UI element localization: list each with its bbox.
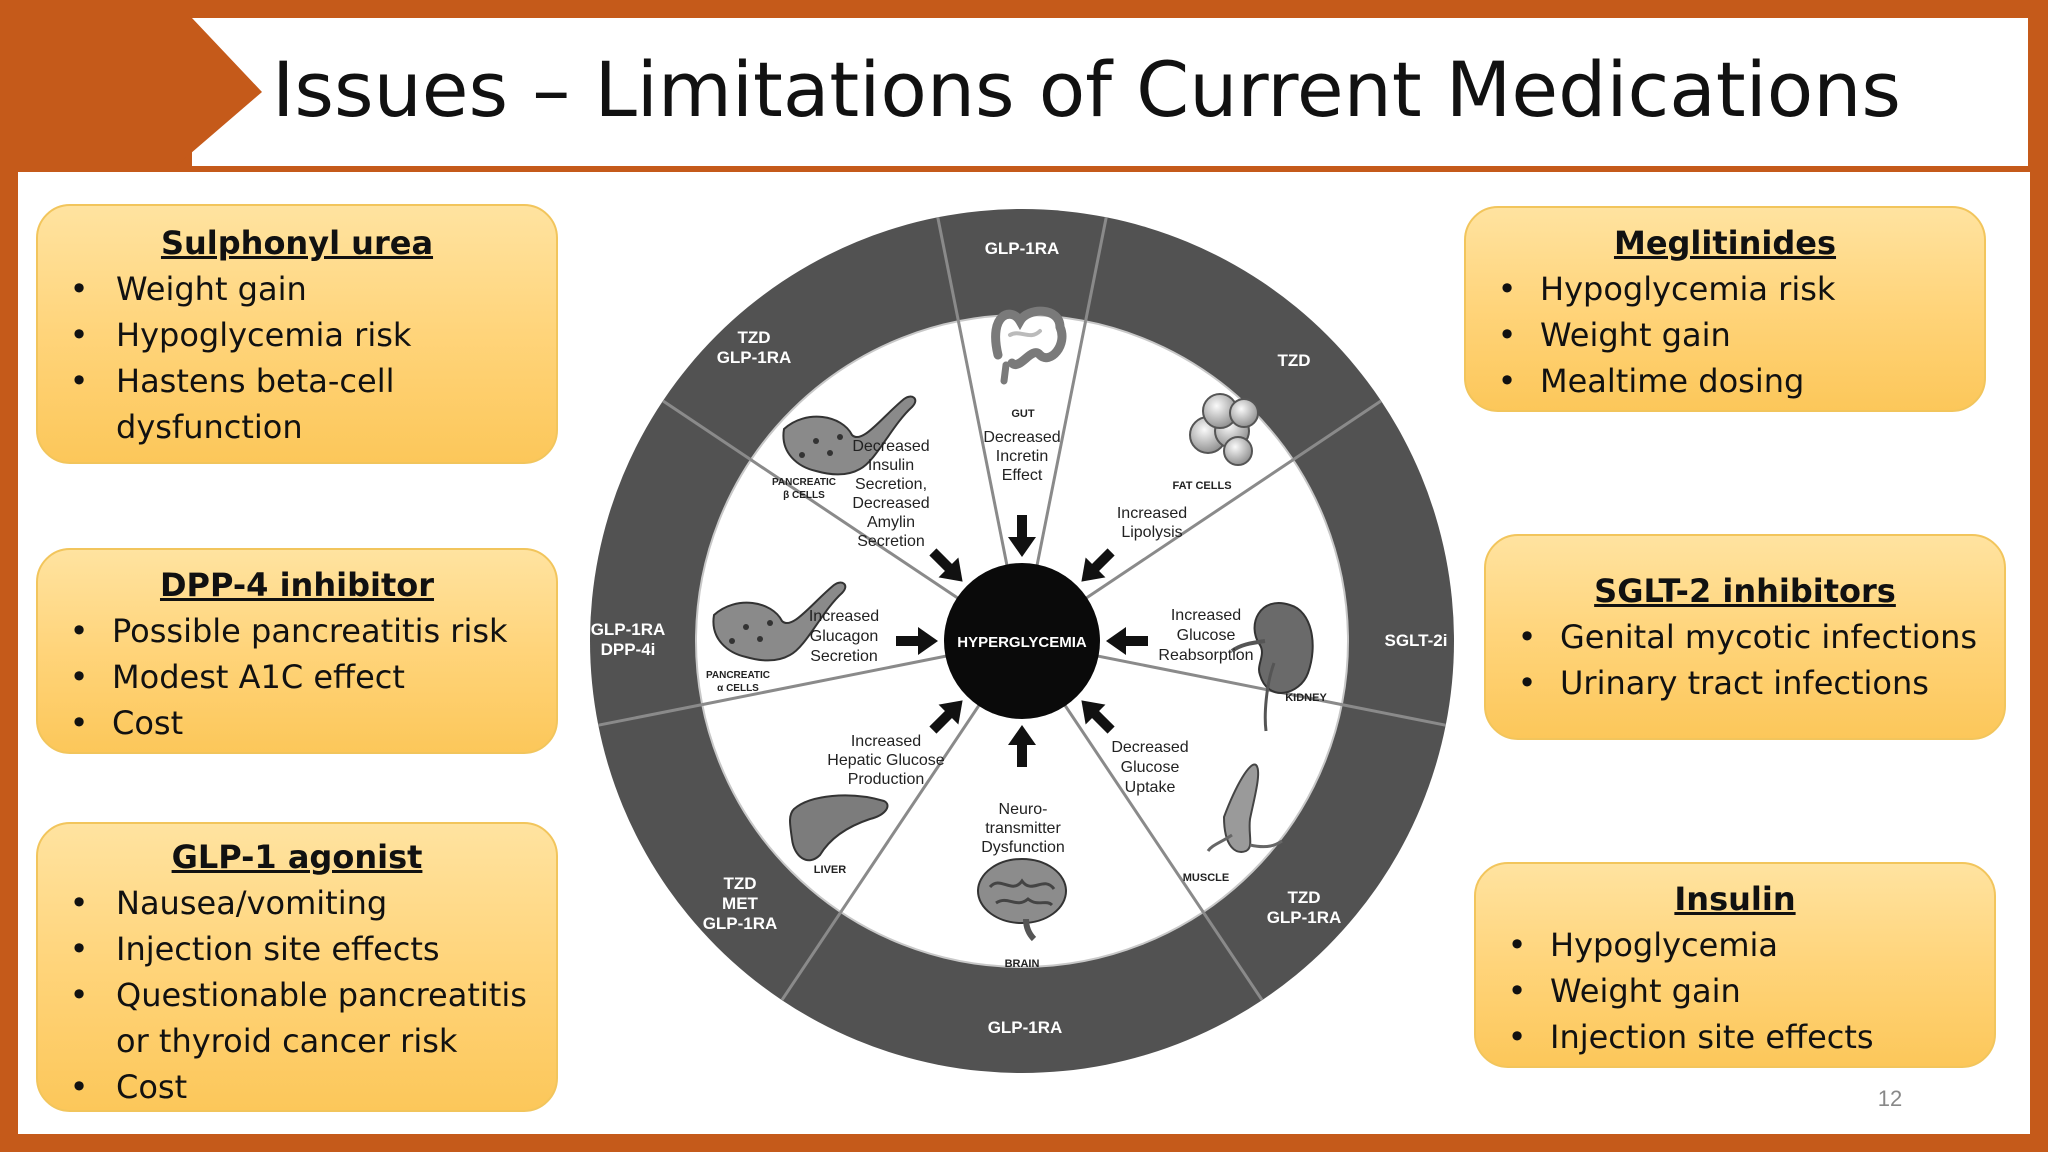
ominous-octet-wheel: GLP-1RA TZD SGLT-2i TZD GLP-1RA GLP-1RA … <box>590 209 1454 1073</box>
sulphonyl-urea-box: Sulphonyl urea •Weight gain •Hypoglycemi… <box>36 204 558 464</box>
organ-label-kidney: KIDNEY <box>1285 692 1327 704</box>
defect-glucagon-2: Glucagon <box>810 628 879 645</box>
defect-hepatic-1: Increased <box>851 733 921 750</box>
defect-reabsorption-1: Increased <box>1171 607 1241 624</box>
organ-label-pancreas-beta-2: β CELLS <box>783 490 825 501</box>
defect-glucagon-3: Secretion <box>810 648 878 665</box>
defect-hepatic-3: Production <box>848 771 925 788</box>
ring-label-right: SGLT-2i <box>1385 631 1448 650</box>
ring-label-bottom-left-3: GLP-1RA <box>703 914 778 933</box>
box-title: DPP-4 inhibitor <box>159 566 435 604</box>
box-title: Sulphonyl urea <box>160 224 434 262</box>
list-item: •Genital mycotic infections <box>1517 618 1978 656</box>
ring-label-left-2: DPP-4i <box>601 640 656 659</box>
defect-reabsorption-2: Glucose <box>1177 627 1236 644</box>
defect-incretin-1: Decreased <box>983 429 1060 446</box>
defect-incretin-2: Incretin <box>996 448 1048 465</box>
muscle-icon <box>1206 763 1283 853</box>
fat-cells-icon <box>1189 393 1259 466</box>
list-item: •Hastens beta-cell dysfunction <box>69 362 395 446</box>
kidney-icon <box>1230 602 1314 732</box>
title-bar <box>192 18 2028 166</box>
ring-label-top: GLP-1RA <box>985 239 1060 258</box>
organ-label-pancreas-beta-1: PANCREATIC <box>772 477 836 488</box>
center-label: HYPERGLYCEMIA <box>957 634 1087 651</box>
organ-label-pancreas-alpha-1: PANCREATIC <box>706 670 770 681</box>
list-item: •Hypoglycemia <box>1507 926 1778 964</box>
defect-insulin-3: Secretion, <box>855 476 927 493</box>
slide-title: Issues – Limitations of Current Medicati… <box>272 45 1901 134</box>
list-item: •Cost <box>69 1068 188 1106</box>
ring-label-top-left-1: TZD <box>737 328 770 347</box>
organ-label-gut: GUT <box>1011 408 1035 420</box>
list-item: •Nausea/vomiting <box>69 884 388 922</box>
glp1-agonist-box: GLP-1 agonist •Nausea/vomiting •Injectio… <box>36 822 558 1112</box>
defect-uptake-1: Decreased <box>1111 739 1188 756</box>
organ-label-liver: LIVER <box>814 864 846 876</box>
list-item: •Injection site effects <box>1507 1018 1874 1056</box>
defect-incretin-3: Effect <box>1002 467 1043 484</box>
list-item: •Weight gain <box>1497 316 1731 354</box>
page-number: 12 <box>1877 1086 1903 1111</box>
meglitinides-box: Meglitinides •Hypoglycemia risk •Weight … <box>1464 206 1986 412</box>
ring-label-left-1: GLP-1RA <box>591 620 666 639</box>
hyperglycemia-center <box>944 563 1100 719</box>
box-title: GLP-1 agonist <box>171 838 423 876</box>
defect-neuro-1: Neuro- <box>999 801 1048 818</box>
defect-labels: Decreased Incretin Effect Increased Lipo… <box>809 429 1254 856</box>
liver-icon <box>789 794 889 862</box>
defect-insulin-1: Decreased <box>852 438 929 455</box>
defect-insulin-4: Decreased <box>852 495 929 512</box>
ring-label-bottom-left-1: TZD <box>723 874 756 893</box>
defect-uptake-2: Glucose <box>1121 759 1180 776</box>
list-item: •Weight gain <box>1507 972 1741 1010</box>
header-chevron-arrow <box>176 18 262 166</box>
ring-labels: GLP-1RA TZD SGLT-2i TZD GLP-1RA GLP-1RA … <box>591 239 1448 1037</box>
organ-label-muscle: MUSCLE <box>1183 872 1229 884</box>
insulin-box: Insulin •Hypoglycemia •Weight gain •Inje… <box>1474 862 1996 1068</box>
list-item: •Cost <box>69 704 184 742</box>
sector-dividers <box>598 217 1446 1001</box>
list-item: •Modest A1C effect <box>69 658 405 696</box>
defect-insulin-2: Insulin <box>868 457 914 474</box>
ring-label-bottom-left-2: MET <box>722 894 759 913</box>
ring-label-top-right: TZD <box>1277 351 1310 370</box>
ring-label-bottom-right-2: GLP-1RA <box>1267 908 1342 927</box>
pancreas-beta-icon <box>782 395 917 476</box>
defect-uptake-3: Uptake <box>1125 779 1176 796</box>
organ-label-brain: BRAIN <box>1005 958 1040 970</box>
defect-neuro-2: transmitter <box>985 820 1061 837</box>
box-title: Insulin <box>1674 880 1796 918</box>
brain-icon <box>977 858 1067 942</box>
defect-insulin-5: Amylin <box>867 514 915 531</box>
ring-label-bottom: GLP-1RA <box>988 1018 1063 1037</box>
list-item: •Hypoglycemia risk <box>69 316 412 354</box>
list-item: •Injection site effects <box>69 930 440 968</box>
list-item: •Mealtime dosing <box>1497 362 1805 400</box>
box-title: SGLT-2 inhibitors <box>1594 572 1896 610</box>
defect-lipolysis-1: Increased <box>1117 505 1187 522</box>
organ-label-pancreas-alpha-2: α CELLS <box>717 683 759 694</box>
box-title: Meglitinides <box>1613 224 1837 262</box>
defect-neuro-3: Dysfunction <box>981 839 1065 856</box>
list-item: •Weight gain <box>69 270 307 308</box>
list-item: •Hypoglycemia risk <box>1497 270 1836 308</box>
ring-label-top-left-2: GLP-1RA <box>717 348 792 367</box>
pancreas-alpha-icon <box>712 581 847 662</box>
ring-label-bottom-right-1: TZD <box>1287 888 1320 907</box>
defect-hepatic-2: Hepatic Glucose <box>827 752 944 769</box>
sglt2-inhibitors-box: SGLT-2 inhibitors •Genital mycotic infec… <box>1484 534 2006 740</box>
defect-insulin-6: Secretion <box>857 533 925 550</box>
defect-glucagon-1: Increased <box>809 608 879 625</box>
gut-icon <box>991 306 1067 385</box>
dpp4-inhibitor-box: DPP-4 inhibitor •Possible pancreatitis r… <box>36 548 558 754</box>
organ-label-fat: FAT CELLS <box>1172 480 1231 492</box>
list-item: •Urinary tract infections <box>1517 664 1929 702</box>
arrows <box>896 515 1148 767</box>
list-item: •Possible pancreatitis risk <box>69 612 508 650</box>
list-item: •Questionable pancreatitis or thyroid ca… <box>69 976 527 1060</box>
defect-lipolysis-2: Lipolysis <box>1121 524 1182 541</box>
defect-reabsorption-3: Reabsorption <box>1158 647 1253 664</box>
